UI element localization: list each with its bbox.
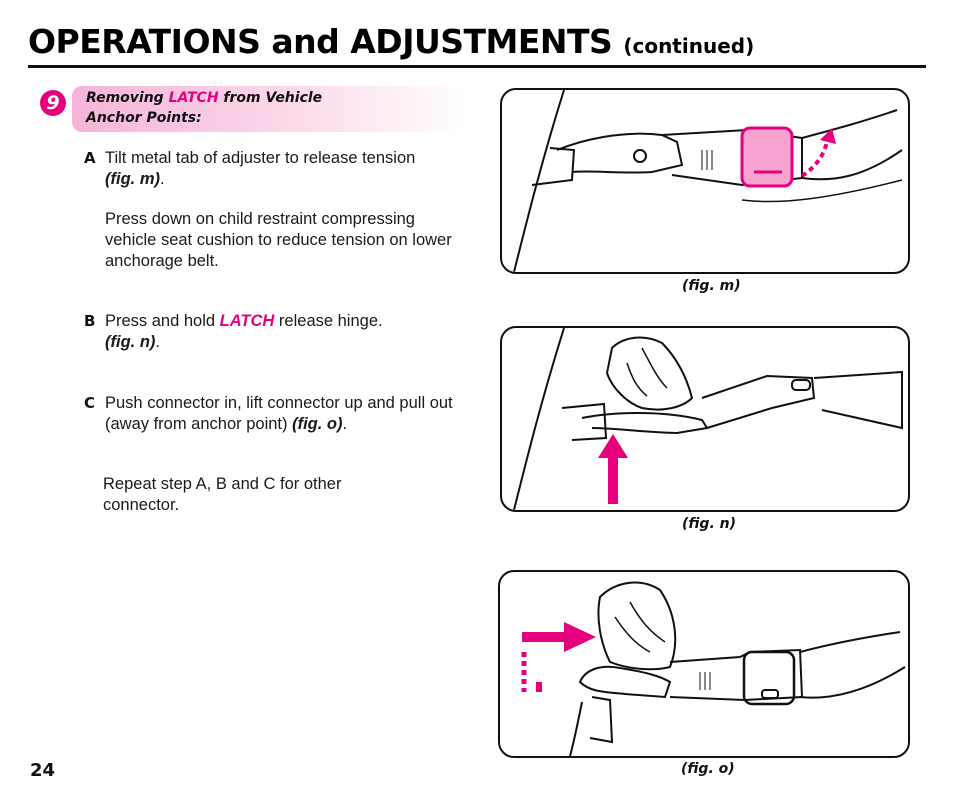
instruction-a: Tilt metal tab of adjuster to release te… (105, 148, 470, 190)
instruction-a-letter: A (84, 149, 96, 167)
step-heading: Removing LATCH from Vehicle Anchor Point… (86, 88, 416, 128)
step-number-badge: 9 (40, 90, 66, 116)
figure-o (498, 570, 910, 758)
figure-n-illustration (513, 328, 903, 510)
instruction-b-latch: LATCH (219, 312, 275, 330)
page-title-main: OPERATIONS and ADJUSTMENTS (28, 22, 613, 61)
page-number: 24 (30, 760, 56, 781)
instruction-b-figure-ref: (fig. n) (105, 333, 156, 351)
page-title: OPERATIONS and ADJUSTMENTS (continued) (28, 22, 754, 61)
instruction-c: Push connector in, lift connector up and… (105, 393, 457, 435)
step-heading-line-2: Anchor Points: (86, 110, 202, 126)
instruction-b-text-1: Press and hold (105, 312, 220, 330)
figure-n (500, 326, 910, 512)
instruction-c-text: Push connector in, lift connector up and… (105, 394, 453, 433)
instruction-c-suffix: . (342, 415, 348, 433)
instruction-a-extra: Press down on child restraint compressin… (105, 210, 452, 270)
step-heading-text-1: Removing (86, 90, 169, 106)
instruction-a-text: Tilt metal tab of adjuster to release te… (105, 149, 416, 167)
figure-m-caption: (fig. m) (682, 278, 741, 294)
instruction-b-text-2: release hinge. (274, 312, 383, 330)
figure-n-caption: (fig. n) (682, 516, 736, 532)
instruction-b: Press and hold LATCH release hinge. (fig… (105, 311, 465, 353)
instruction-b-suffix: . (155, 333, 160, 351)
instruction-a-suffix: . (160, 170, 165, 188)
step-heading-band (72, 86, 464, 132)
instruction-c-figure-ref: (fig. o) (292, 415, 343, 433)
figure-o-caption: (fig. o) (681, 761, 735, 777)
step-heading-latch: LATCH (168, 90, 219, 106)
repeat-note: Repeat step A, B and C for other connect… (103, 475, 342, 514)
step-heading-text-2: from Vehicle (218, 90, 323, 106)
figure-m-illustration (513, 90, 903, 272)
page-title-continued: (continued) (623, 34, 755, 58)
title-rule (28, 65, 926, 68)
figure-m (500, 88, 910, 274)
instruction-a-figure-ref: (fig. m) (105, 170, 160, 188)
figure-o-illustration (521, 581, 906, 756)
instruction-b-letter: B (84, 312, 96, 330)
instruction-c-letter: C (84, 394, 96, 412)
